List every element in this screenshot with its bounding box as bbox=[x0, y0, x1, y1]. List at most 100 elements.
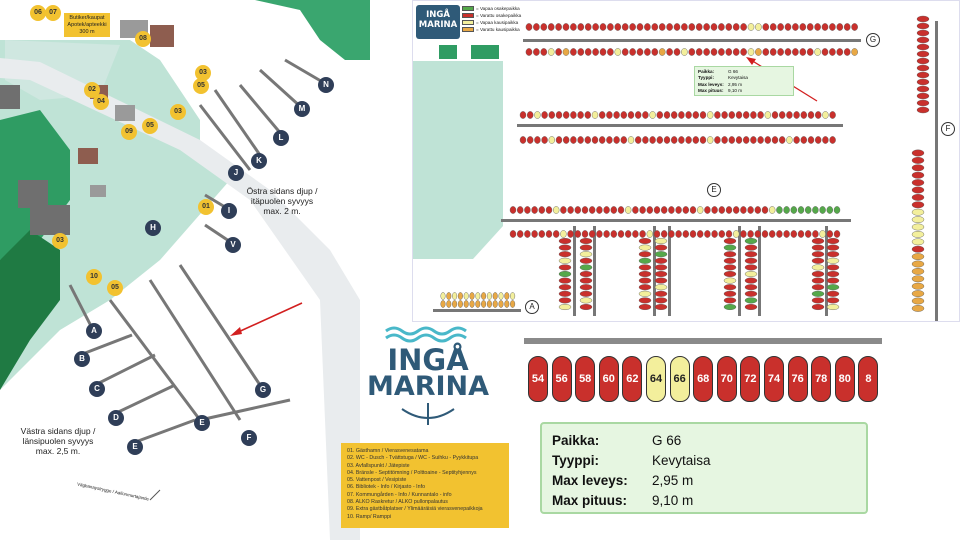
berth-slot[interactable] bbox=[636, 23, 644, 31]
berth-slot[interactable] bbox=[492, 292, 498, 300]
berth-slot[interactable] bbox=[533, 23, 540, 31]
berth-slot[interactable] bbox=[747, 206, 754, 214]
berth-slot[interactable] bbox=[725, 23, 733, 31]
berth-slot[interactable] bbox=[911, 238, 925, 246]
berth-slot[interactable] bbox=[446, 292, 452, 300]
berth-slot[interactable] bbox=[663, 111, 671, 119]
berth-slot[interactable] bbox=[498, 292, 504, 300]
berth-slot[interactable] bbox=[735, 111, 743, 119]
berth-54[interactable]: 54 bbox=[528, 356, 548, 402]
berth-slot[interactable] bbox=[624, 206, 632, 214]
berth-slot[interactable] bbox=[570, 136, 577, 144]
berth-slot[interactable] bbox=[574, 206, 582, 214]
berth-slot[interactable] bbox=[811, 257, 825, 264]
berth-70[interactable]: 70 bbox=[716, 356, 737, 402]
berth-slot[interactable] bbox=[685, 111, 692, 119]
berth-slot[interactable] bbox=[579, 277, 593, 284]
dock-label-n[interactable]: N bbox=[318, 77, 334, 93]
berth-74[interactable]: 74 bbox=[764, 356, 784, 402]
berth-slot[interactable] bbox=[843, 48, 851, 56]
berth-slot[interactable] bbox=[829, 111, 836, 119]
dock-label-h[interactable]: H bbox=[145, 220, 161, 236]
berth-slot[interactable] bbox=[581, 230, 589, 238]
berth-slot[interactable] bbox=[614, 48, 622, 56]
berth-slot[interactable] bbox=[723, 271, 737, 278]
berth-slot[interactable] bbox=[634, 136, 642, 144]
berth-slot[interactable] bbox=[654, 271, 668, 278]
berth-slot[interactable] bbox=[457, 292, 463, 300]
berth-slot[interactable] bbox=[649, 136, 656, 144]
berth-slot[interactable] bbox=[806, 48, 814, 56]
berth-slot[interactable] bbox=[805, 206, 812, 214]
berth-slot[interactable] bbox=[475, 300, 481, 308]
berth-slot[interactable] bbox=[570, 23, 577, 31]
berth-slot[interactable] bbox=[754, 230, 761, 238]
berth-slot[interactable] bbox=[525, 23, 533, 31]
berth-76[interactable]: 76 bbox=[787, 356, 808, 402]
berth-slot[interactable] bbox=[695, 48, 703, 56]
berth-slot[interactable] bbox=[790, 206, 797, 214]
berth-slot[interactable] bbox=[797, 230, 805, 238]
berth-slot[interactable] bbox=[836, 48, 844, 56]
berth-slot[interactable] bbox=[826, 251, 840, 258]
berth-slot[interactable] bbox=[723, 297, 737, 304]
berth-slot[interactable] bbox=[577, 23, 585, 31]
berth-slot[interactable] bbox=[793, 111, 800, 119]
berth-slot[interactable] bbox=[577, 111, 584, 119]
berth-slot[interactable] bbox=[911, 253, 925, 261]
berth-slot[interactable] bbox=[545, 230, 553, 238]
berth-slot[interactable] bbox=[776, 230, 783, 238]
berth-slot[interactable] bbox=[805, 230, 812, 238]
berth-slot[interactable] bbox=[504, 292, 510, 300]
berth-slot[interactable] bbox=[826, 237, 840, 244]
berth-slot[interactable] bbox=[656, 111, 664, 119]
berth-slot[interactable] bbox=[524, 230, 531, 238]
berth-slot[interactable] bbox=[699, 136, 707, 144]
berth-slot[interactable] bbox=[733, 206, 740, 214]
berth-slot[interactable] bbox=[732, 23, 740, 31]
berth-slot[interactable] bbox=[627, 136, 635, 144]
berth-slot[interactable] bbox=[769, 206, 776, 214]
berth-slot[interactable] bbox=[617, 206, 625, 214]
berth-slot[interactable] bbox=[558, 284, 572, 291]
berth-slot[interactable] bbox=[588, 206, 596, 214]
berth-slot[interactable] bbox=[911, 275, 925, 283]
berth-slot[interactable] bbox=[621, 23, 629, 31]
berth-60[interactable]: 60 bbox=[598, 356, 619, 402]
berth-slot[interactable] bbox=[533, 48, 540, 56]
berth-slot[interactable] bbox=[654, 297, 668, 304]
berth-dock-e[interactable]: E bbox=[707, 183, 721, 197]
berth-slot[interactable] bbox=[579, 297, 593, 304]
berth-slot[interactable] bbox=[916, 57, 930, 65]
berth-slot[interactable] bbox=[516, 206, 524, 214]
berth-slot[interactable] bbox=[740, 48, 747, 56]
berth-slot[interactable] bbox=[636, 48, 644, 56]
berth-slot[interactable] bbox=[660, 230, 668, 238]
berth-slot[interactable] bbox=[651, 23, 659, 31]
berth-slot[interactable] bbox=[790, 230, 797, 238]
berth-slot[interactable] bbox=[811, 297, 825, 304]
berth-slot[interactable] bbox=[697, 230, 704, 238]
berth-slot[interactable] bbox=[579, 244, 593, 251]
berth-slot[interactable] bbox=[638, 297, 652, 304]
berth-slot[interactable] bbox=[733, 230, 740, 238]
berth-slot[interactable] bbox=[744, 277, 758, 284]
berth-slot[interactable] bbox=[654, 244, 668, 251]
berth-slot[interactable] bbox=[469, 292, 475, 300]
berth-slot[interactable] bbox=[579, 290, 593, 297]
berth-slot[interactable] bbox=[649, 111, 656, 119]
berth-slot[interactable] bbox=[671, 111, 678, 119]
berth-slot[interactable] bbox=[723, 237, 737, 244]
berth-slot[interactable] bbox=[711, 230, 718, 238]
berth-slot[interactable] bbox=[714, 136, 721, 144]
berth-slot[interactable] bbox=[911, 186, 925, 194]
berth-slot[interactable] bbox=[562, 111, 570, 119]
berth-slot[interactable] bbox=[509, 230, 517, 238]
berth-slot[interactable] bbox=[570, 48, 577, 56]
berth-slot[interactable] bbox=[567, 206, 574, 214]
dock-label-k[interactable]: K bbox=[251, 153, 267, 169]
berth-slot[interactable] bbox=[911, 171, 925, 179]
berth-slot[interactable] bbox=[784, 23, 792, 31]
berth-slot[interactable] bbox=[516, 230, 524, 238]
berth-slot[interactable] bbox=[579, 271, 593, 278]
